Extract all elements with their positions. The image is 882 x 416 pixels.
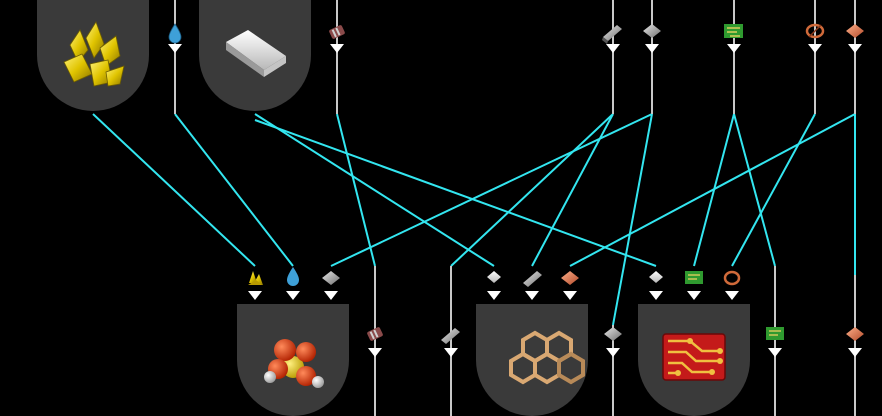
- sulfuric-acid-molecule-icon: [264, 339, 324, 388]
- electronic-circuit-icon[interactable]: [685, 271, 703, 300]
- connector-iron-to-acid: [330, 113, 653, 267]
- connector-iron-to-side: [612, 113, 653, 326]
- connector-steel-to-lds: [531, 113, 614, 267]
- copper-cable-icon[interactable]: [723, 270, 741, 300]
- electronic-circuit-icon[interactable]: [724, 24, 743, 53]
- connector-circuit-to-side: [733, 113, 776, 267]
- connector-copper-to-lds: [569, 113, 856, 267]
- plastic-bar-icon[interactable]: [649, 271, 663, 300]
- connector-lines: [92, 113, 856, 326]
- plastic-bar-icon: [226, 30, 286, 77]
- connector-water: [174, 113, 294, 267]
- connector-plastic-to-circuit: [254, 119, 657, 267]
- sulfur-card[interactable]: [37, 0, 149, 111]
- water-drop-icon[interactable]: [168, 23, 182, 53]
- sulfur-crystal-icon: [63, 21, 125, 87]
- steel-plate-icon[interactable]: [523, 271, 542, 300]
- connector-steel-to-side: [450, 113, 614, 267]
- connector-battery: [336, 113, 376, 267]
- steel-plate-icon[interactable]: [602, 25, 622, 53]
- steel-plate-icon[interactable]: [441, 328, 460, 357]
- advanced-circuit-card[interactable]: [638, 304, 750, 416]
- iron-plate-icon[interactable]: [643, 24, 661, 53]
- iron-plate-icon[interactable]: [604, 327, 622, 357]
- low-density-structure-icon: [509, 330, 585, 385]
- sulfur-icon[interactable]: [248, 271, 263, 300]
- plastic-bar-card[interactable]: [199, 0, 311, 111]
- copper-plate-icon[interactable]: [846, 327, 864, 357]
- low-density-structure-card[interactable]: [476, 304, 588, 416]
- connector-cable: [731, 113, 816, 267]
- advanced-circuit-board-icon: [662, 333, 726, 381]
- sulfuric-acid-card[interactable]: [237, 304, 349, 416]
- water-drop-icon[interactable]: [286, 267, 300, 300]
- battery-icon[interactable]: [329, 25, 346, 53]
- battery-icon[interactable]: [367, 327, 384, 357]
- electronic-circuit-icon[interactable]: [766, 327, 784, 357]
- plastic-bar-icon[interactable]: [487, 271, 501, 300]
- bottom-input-icons: [248, 267, 864, 357]
- top-rail-icons: [168, 23, 864, 53]
- copper-plate-icon[interactable]: [846, 24, 864, 53]
- connector-plastic-to-lds: [254, 113, 495, 267]
- copper-cable-icon[interactable]: [805, 23, 825, 53]
- copper-plate-icon[interactable]: [561, 271, 579, 300]
- iron-plate-icon[interactable]: [322, 271, 340, 300]
- connector-sulfur: [92, 113, 256, 267]
